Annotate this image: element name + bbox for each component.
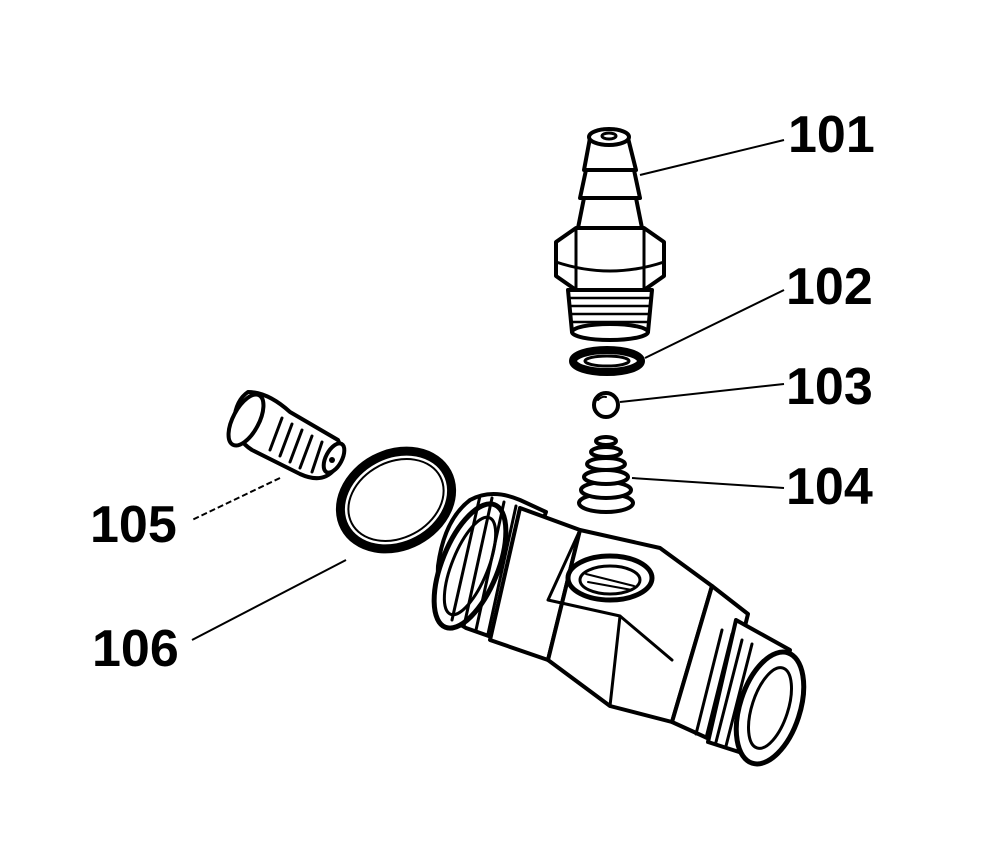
sealing-ring-icon: [569, 346, 645, 376]
part-label-104: 104: [786, 458, 873, 516]
conical-spring-icon: [577, 435, 635, 514]
ball-icon: [592, 391, 620, 419]
part-label-105: 105: [90, 496, 177, 554]
tee-coupling-body-icon: [431, 492, 807, 767]
hose-barb-fitting-icon: [554, 127, 666, 342]
leader-line-105: [191, 477, 281, 521]
part-label-101: 101: [788, 106, 875, 164]
part-label-106: 106: [92, 620, 179, 678]
part-label-102: 102: [786, 258, 873, 316]
leader-line-102: [644, 289, 785, 359]
leader-lines: [191, 139, 785, 641]
o-ring-icon: [335, 446, 457, 554]
part-label-103: 103: [786, 358, 873, 416]
leader-line-106: [191, 559, 347, 641]
leader-line-104: [631, 477, 785, 489]
leader-line-101: [639, 139, 785, 176]
leader-line-103: [619, 383, 785, 403]
nozzle-insert-icon: [226, 390, 347, 481]
